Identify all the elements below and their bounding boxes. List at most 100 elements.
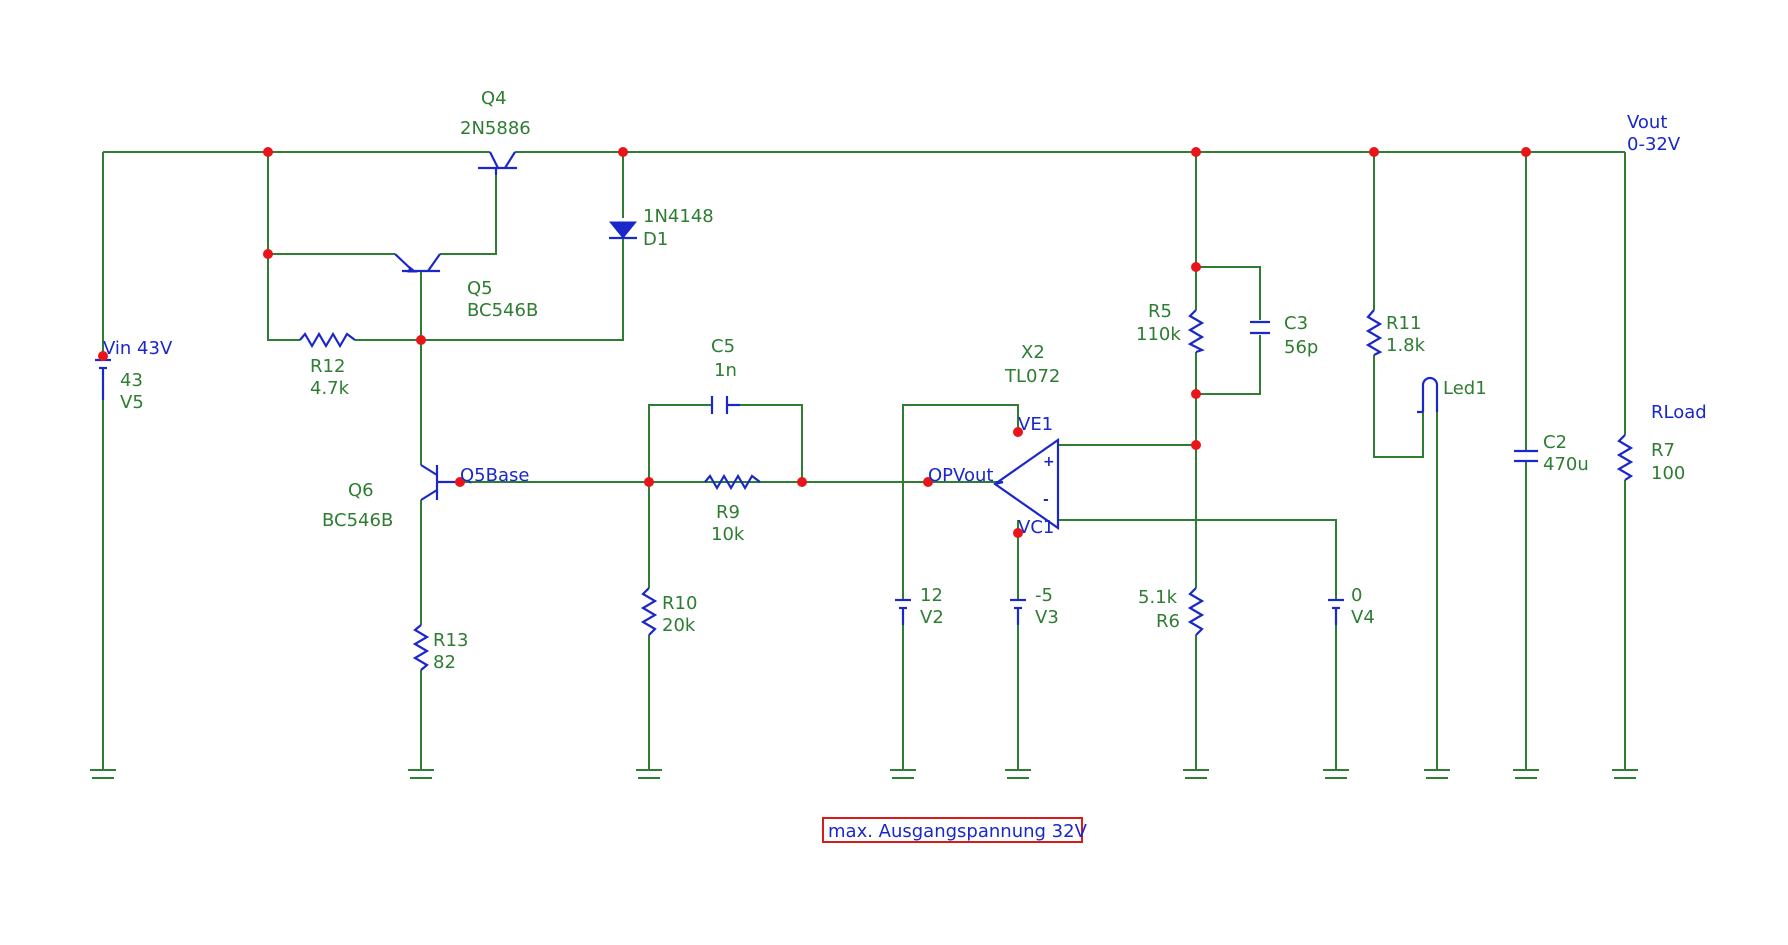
q5-type: BC546B (467, 300, 538, 321)
transistor-q4 (478, 151, 517, 175)
junction-dot (1013, 528, 1023, 538)
battery-v2 (895, 598, 911, 625)
battery-v3 (1010, 598, 1026, 625)
r13-name: R13 (433, 630, 468, 651)
r5-value: 110k (1136, 324, 1181, 345)
q4-type: 2N5886 (460, 118, 531, 139)
d1-name: D1 (643, 229, 668, 250)
r13-value: 82 (433, 652, 456, 673)
junction-dot (1191, 389, 1201, 399)
junction-dot (1521, 147, 1531, 157)
resistor-r10 (640, 587, 658, 636)
ground-icon (1183, 769, 1209, 779)
led-led1 (1417, 376, 1439, 414)
resistor-r11 (1365, 309, 1383, 356)
v2-name: V2 (920, 607, 944, 628)
c3-name: C3 (1284, 313, 1308, 334)
wire-q5-q4 (440, 172, 497, 255)
r11-name: R11 (1386, 313, 1421, 334)
ground-icon (1323, 769, 1349, 779)
ground-icon (1424, 769, 1450, 779)
resistor-r9 (704, 473, 761, 491)
ground-icon (636, 769, 662, 779)
resistor-r5 (1187, 309, 1205, 354)
r12-name: R12 (310, 356, 345, 377)
q5-name: Q5 (467, 278, 493, 299)
resistor-r7 (1616, 434, 1634, 481)
junction-dot (1191, 440, 1201, 450)
junction-dot (263, 147, 273, 157)
vc1-net-label: VC1 (1018, 517, 1054, 538)
r10-value: 20k (662, 615, 696, 636)
opamp-minus-sign: - (1043, 492, 1049, 508)
junction-dot (98, 351, 108, 361)
c5-name: C5 (711, 336, 735, 357)
resistor-r12 (299, 331, 356, 349)
v5-value: 43 (120, 370, 143, 391)
note-text: max. Ausgangspannung 32V (828, 821, 1088, 842)
ground-icon (408, 769, 434, 779)
wire-c3-top (1196, 266, 1261, 320)
r6-value: 5.1k (1138, 587, 1178, 608)
capacitor-c5 (710, 396, 740, 414)
junction-dot (1191, 147, 1201, 157)
wire-c3-bottom (1196, 335, 1261, 395)
junction-dot (455, 477, 465, 487)
resistor-r13 (412, 624, 430, 671)
ground-icon (890, 769, 916, 779)
labels: Q4 2N5886 1N4148 D1 Q5 BC546B R12 4.7k V… (103, 88, 1707, 673)
r5-name: R5 (1148, 301, 1172, 322)
junction-dot (416, 335, 426, 345)
led1-name: Led1 (1443, 378, 1487, 399)
q4-name: Q4 (481, 88, 507, 109)
ground-icon (90, 769, 116, 779)
ground-icon (1513, 769, 1539, 779)
r12-value: 4.7k (310, 378, 350, 399)
wire-c5-left (648, 404, 712, 482)
wire-opamp-minus (1058, 519, 1337, 600)
wire-left-box (267, 152, 300, 341)
v3-name: V3 (1035, 607, 1059, 628)
junction-dots (98, 147, 1531, 538)
v4-value: 0 (1351, 585, 1362, 606)
c5-value: 1n (714, 360, 737, 381)
vout-label: Vout (1627, 112, 1667, 133)
junction-dot (797, 477, 807, 487)
ground-icon (1612, 769, 1638, 779)
q6-name: Q6 (348, 480, 374, 501)
r7-name: R7 (1651, 440, 1675, 461)
wire-c5-right (740, 404, 803, 482)
c2-value: 470u (1543, 454, 1589, 475)
diode-d1 (608, 221, 638, 240)
junction-dot (1013, 427, 1023, 437)
resistor-r6 (1187, 587, 1205, 636)
rload-label: RLoad (1651, 402, 1707, 423)
r10-name: R10 (662, 593, 697, 614)
ground-symbols (90, 769, 1638, 779)
r11-value: 1.8k (1386, 335, 1426, 356)
wire-r12-d1 (355, 238, 624, 341)
battery-v5 (95, 358, 111, 400)
r9-value: 10k (711, 524, 745, 545)
opvout-net-label: OPVout (928, 465, 993, 486)
v2-value: 12 (920, 585, 943, 606)
capacitor-c3 (1250, 320, 1270, 335)
junction-dot (263, 249, 273, 259)
x2-name: X2 (1021, 342, 1045, 363)
note-box: max. Ausgangspannung 32V (822, 817, 1088, 843)
q5base-net-label: Q5Base (460, 465, 529, 486)
r9-name: R9 (716, 502, 740, 523)
c2-name: C2 (1543, 432, 1567, 453)
q6-type: BC546B (322, 510, 393, 531)
ground-icon (1005, 769, 1031, 779)
ve1-net-label: VE1 (1018, 414, 1053, 435)
junction-dot (618, 147, 628, 157)
junction-dot (923, 477, 933, 487)
vout-range: 0-32V (1627, 134, 1681, 155)
opamp-x2 (993, 437, 1060, 531)
transistor-q6 (420, 464, 460, 501)
wire-v2-ve1 (902, 404, 1019, 482)
transistor-q5 (394, 253, 441, 273)
